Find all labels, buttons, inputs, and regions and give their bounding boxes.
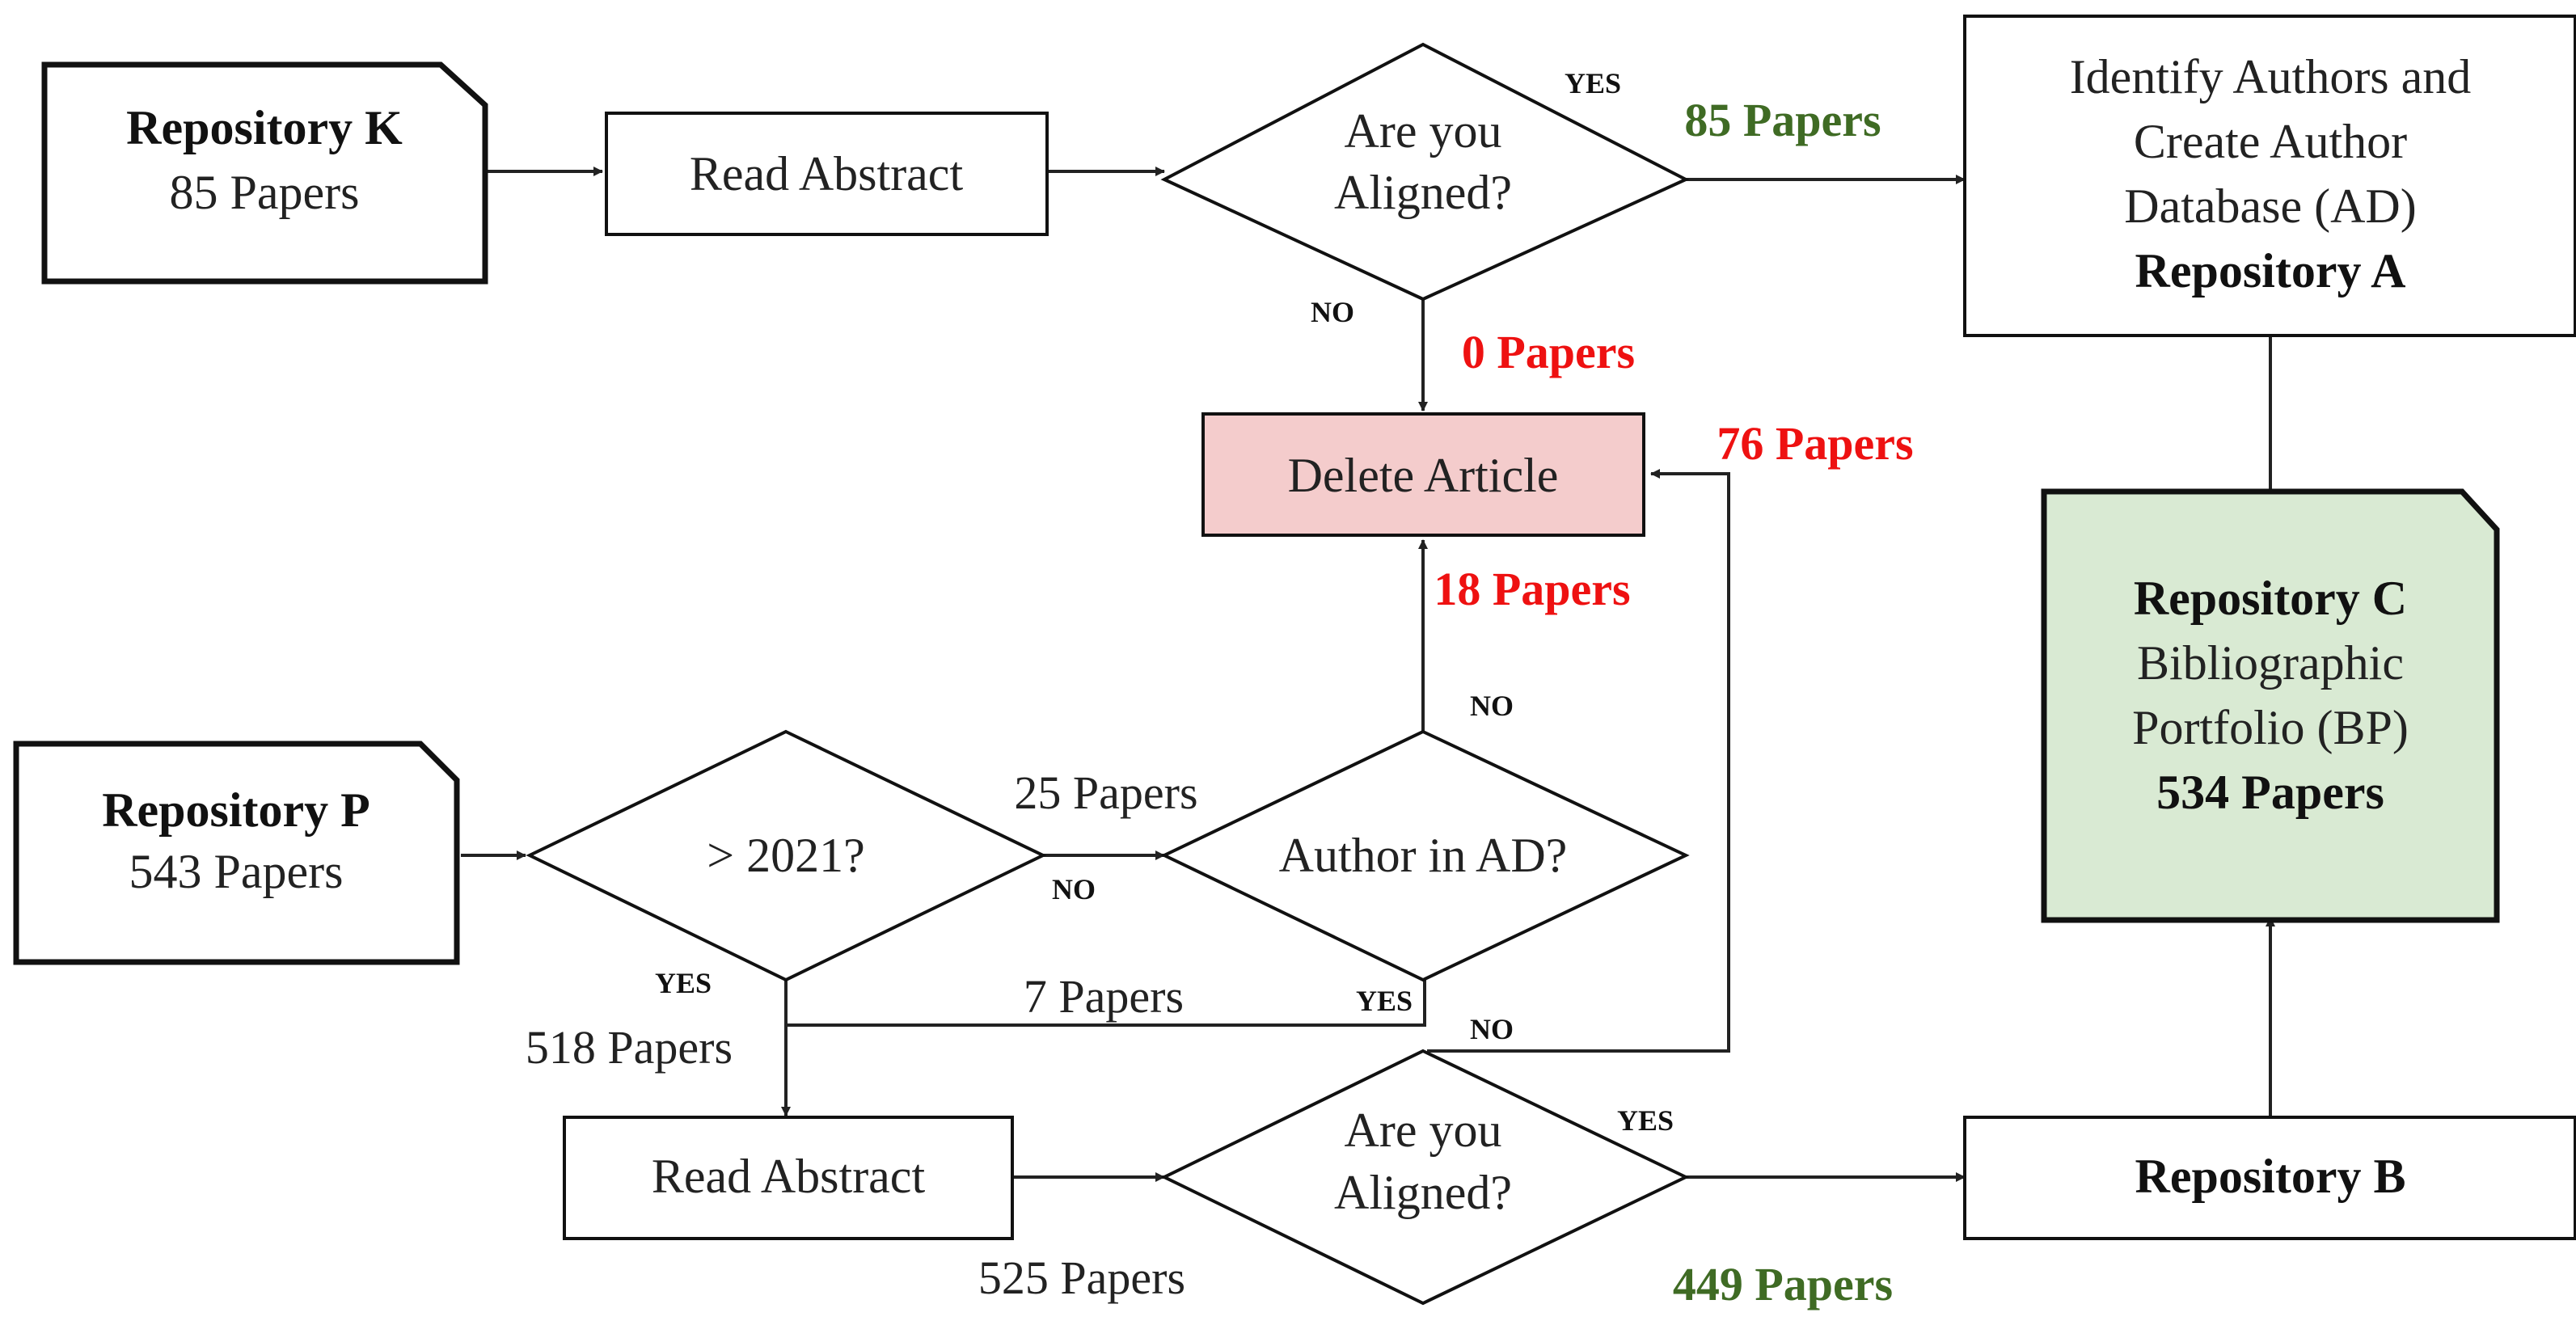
repository-c-box <box>2041 488 2500 923</box>
connectors <box>461 167 2275 1182</box>
yes-label-author: YES <box>1356 985 1413 1017</box>
count-85-papers: 85 Papers <box>1684 94 1881 146</box>
repository-k-title: Repository K <box>126 101 403 154</box>
no-label-year: NO <box>1052 873 1096 905</box>
aligned-bottom-decision: Are you Aligned? <box>1160 1049 1690 1306</box>
no-label-author: NO <box>1470 690 1514 722</box>
delete-article-node: Delete Article <box>1201 412 1645 537</box>
repository-p-node: Repository P 543 Papers <box>13 741 460 965</box>
repository-k-count: 85 Papers <box>170 166 360 219</box>
repository-c-title: Repository C <box>2134 572 2407 625</box>
repository-c-node: Repository C Bibliographic Portfolio (BP… <box>2041 488 2500 923</box>
author-in-ad-label: Author in AD? <box>1279 829 1568 882</box>
aligned-bottom-line1: Are you <box>1345 1104 1502 1157</box>
count-18-papers: 18 Papers <box>1434 563 1630 615</box>
read-abstract-bottom-label: Read Abstract <box>652 1150 926 1203</box>
identify-authors-line1: Identify Authors and <box>2070 50 2472 103</box>
delete-article-label: Delete Article <box>1288 449 1559 502</box>
no-label-aligned-bottom: NO <box>1470 1013 1514 1045</box>
repository-c-line3: Portfolio (BP) <box>2132 701 2409 754</box>
count-76-papers: 76 Papers <box>1717 417 1913 470</box>
repository-p-title: Repository P <box>102 783 370 837</box>
count-25-papers: 25 Papers <box>1014 766 1197 819</box>
yes-label-aligned-top: YES <box>1565 67 1621 99</box>
repository-c-count: 534 Papers <box>2156 766 2384 819</box>
no-label-aligned-top: NO <box>1311 296 1354 328</box>
count-7-papers: 7 Papers <box>1024 970 1184 1023</box>
delete-article-box <box>1201 412 1645 537</box>
year-check-decision: > 2021? <box>526 729 1047 982</box>
count-518-papers: 518 Papers <box>526 1021 733 1074</box>
aligned-top-line1: Are you <box>1345 104 1502 158</box>
read-abstract-top-node: Read Abstract <box>605 112 1049 236</box>
identify-authors-line2: Create Author <box>2134 115 2407 168</box>
edge-labels: YES NO 85 Papers 0 Papers 76 Papers 18 P… <box>526 67 1914 1310</box>
read-abstract-top-label: Read Abstract <box>690 147 964 200</box>
identify-authors-node: Identify Authors and Create Author Datab… <box>1963 15 2576 337</box>
repository-b-label: Repository B <box>2135 1150 2406 1203</box>
edge-author-yes-join <box>786 980 1426 1027</box>
count-449-papers: 449 Papers <box>1673 1258 1893 1310</box>
repository-k-node: Repository K 85 Papers <box>41 61 488 285</box>
yes-label-aligned-bottom: YES <box>1617 1104 1674 1137</box>
aligned-top-line2: Aligned? <box>1334 166 1512 219</box>
author-in-ad-decision: Author in AD? <box>1160 729 1690 982</box>
repository-a-label: Repository A <box>2135 244 2406 298</box>
repository-p-count: 543 Papers <box>129 845 344 898</box>
read-abstract-bottom-node: Read Abstract <box>563 1116 1014 1240</box>
edge-aligned-bottom-no-to-delete <box>1427 469 1730 1053</box>
count-525-papers: 525 Papers <box>978 1251 1185 1304</box>
year-check-label: > 2021? <box>707 829 864 882</box>
aligned-top-decision: Are you Aligned? <box>1160 42 1690 302</box>
identify-authors-line3: Database (AD) <box>2124 179 2417 233</box>
repository-b-node: Repository B <box>1963 1116 2576 1240</box>
repository-c-line2: Bibliographic <box>2137 636 2404 690</box>
aligned-bottom-line2: Aligned? <box>1334 1166 1512 1219</box>
yes-label-year: YES <box>655 967 712 999</box>
count-0-papers: 0 Papers <box>1462 326 1635 378</box>
